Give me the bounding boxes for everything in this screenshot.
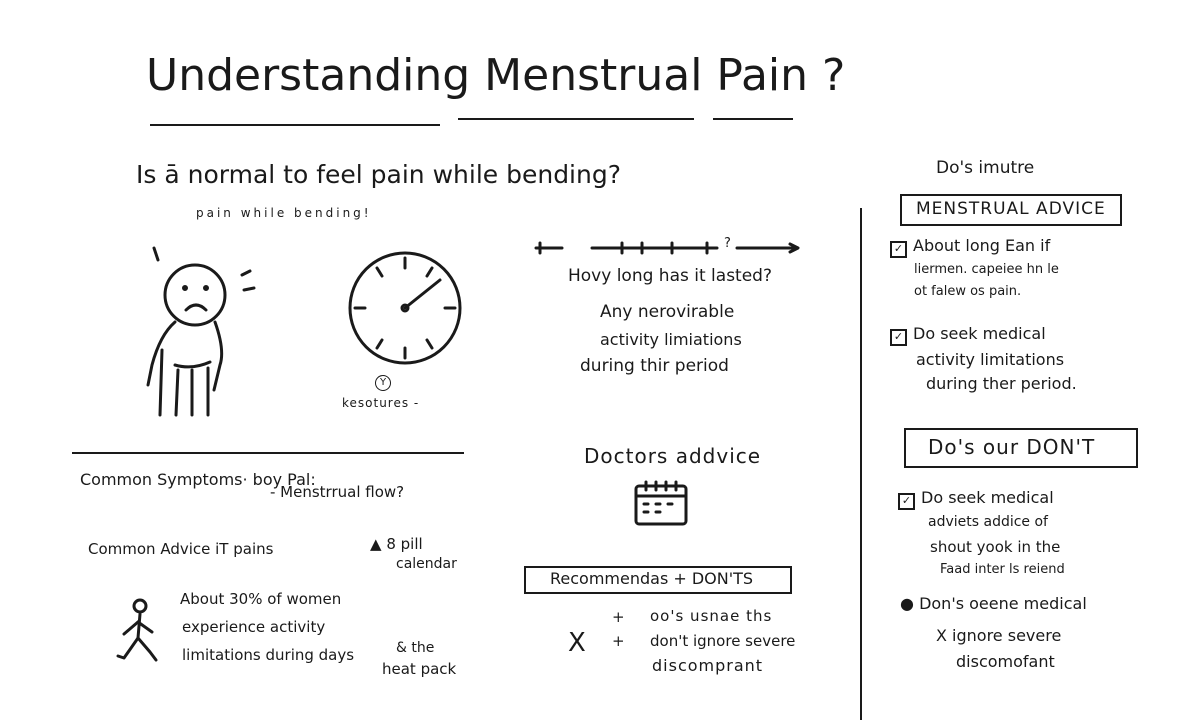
common-advice: Common Advice iT pains [88,540,274,558]
right-heading: Do's imutre [936,158,1035,178]
pill-sub: calendar [396,556,457,572]
duration-line-1: Hovy long has it lasted? [568,266,772,286]
dos-item-1-line-2: adviets addice of [928,514,1048,530]
advice-item-1-line-2: liermen. capeiee hn le [914,262,1059,277]
cross-icon: X [568,628,586,658]
pill-text: 8 pill [386,535,423,553]
left-divider [72,452,464,454]
bending-question-sub: pain while bending! [196,206,372,220]
heat-sub: heat pack [382,660,457,678]
clock-icon [348,251,462,365]
dos-item-2-text: Don's oeene medical [919,594,1087,613]
recommend-box: Recommendas + DON'TS [524,566,792,594]
dos-item-1-line-4: Faad inter ls reiend [940,562,1065,577]
checkbox-icon: ✓ [898,493,915,510]
heat-label: & the [396,640,435,656]
pill-icon: ▲ [370,535,382,553]
walking-figure-icon [116,598,158,662]
stat-line-3: limitations during days [182,646,355,664]
right-divider [860,208,862,720]
donts-item-1: X ignore severe [936,626,1062,645]
common-symptoms-sub: - Menstrrual flow? [270,483,405,501]
timeline-arrow-icon [534,241,800,255]
pill-label: ▲ 8 pill [370,535,423,553]
advice-item-2-line-3: during ther period. [926,374,1077,393]
dos-donts-label: Do's our DON'T [928,435,1096,459]
rec-line-2: don't ignore severe [650,632,796,650]
checkbox-icon: ✓ [890,329,907,346]
title-underline-right [713,118,793,120]
menstrual-advice-box: MENSTRUAL ADVICE [900,194,1122,226]
title-underline-mid [458,118,694,120]
common-symptoms: Common Symptoms· boy Pal: [80,470,316,489]
advice-item-1: ✓ About long Ean if [890,236,1050,258]
duration-line-4: during thir period [580,356,729,376]
page-title: Understanding Menstrual Pain ? [146,50,846,101]
advice-item-1-line-3: ot falew os pain. [914,284,1022,299]
dos-item-1-line-3: shout yook in the [930,538,1061,556]
dos-item-2: ● Don's oeene medical [900,594,1087,613]
rec-plus-2: + [612,632,625,650]
duration-line-2: Any nerovirable [600,302,735,322]
advice-item-2-line-2: activity limitations [916,350,1065,369]
clock-glyph: Y [375,375,391,391]
sad-figure-icon [146,246,256,417]
rec-line-1: oo's usnae ths [650,607,773,625]
rec-plus-1: + [612,608,625,626]
advice-item-2: ✓ Do seek medical [890,324,1046,346]
stat-line-2: experience activity [182,618,326,636]
doctors-advice: Doctors addvice [584,444,762,468]
dos-donts-box: Do's our DON'T [904,428,1138,468]
bullet-icon: ● [900,594,914,613]
duration-line-3: activity limiations [600,330,742,349]
advice-item-1-line-1: About long Ean if [913,236,1051,255]
bending-question: Is ā normal to feel pain while bending? [136,160,621,189]
stat-line-1: About 30% of women [180,590,342,608]
recommend-box-label: Recommendas + DON'TS [550,569,754,588]
rec-line-3: discomprant [652,656,764,675]
checkbox-icon: ✓ [890,241,907,258]
dos-item-1-line-1: Do seek medical [921,488,1054,507]
donts-item-1-line-2: discomofant [956,652,1055,671]
advice-item-2-line-1: Do seek medical [913,324,1046,343]
menstrual-advice-label: MENSTRUAL ADVICE [916,199,1106,219]
calendar-icon [634,480,688,526]
title-underline-left [150,124,440,126]
timeline-mark: ? [724,236,731,251]
clock-label: kesotures - [342,396,420,410]
dos-item-1: ✓ Do seek medical [898,488,1054,510]
